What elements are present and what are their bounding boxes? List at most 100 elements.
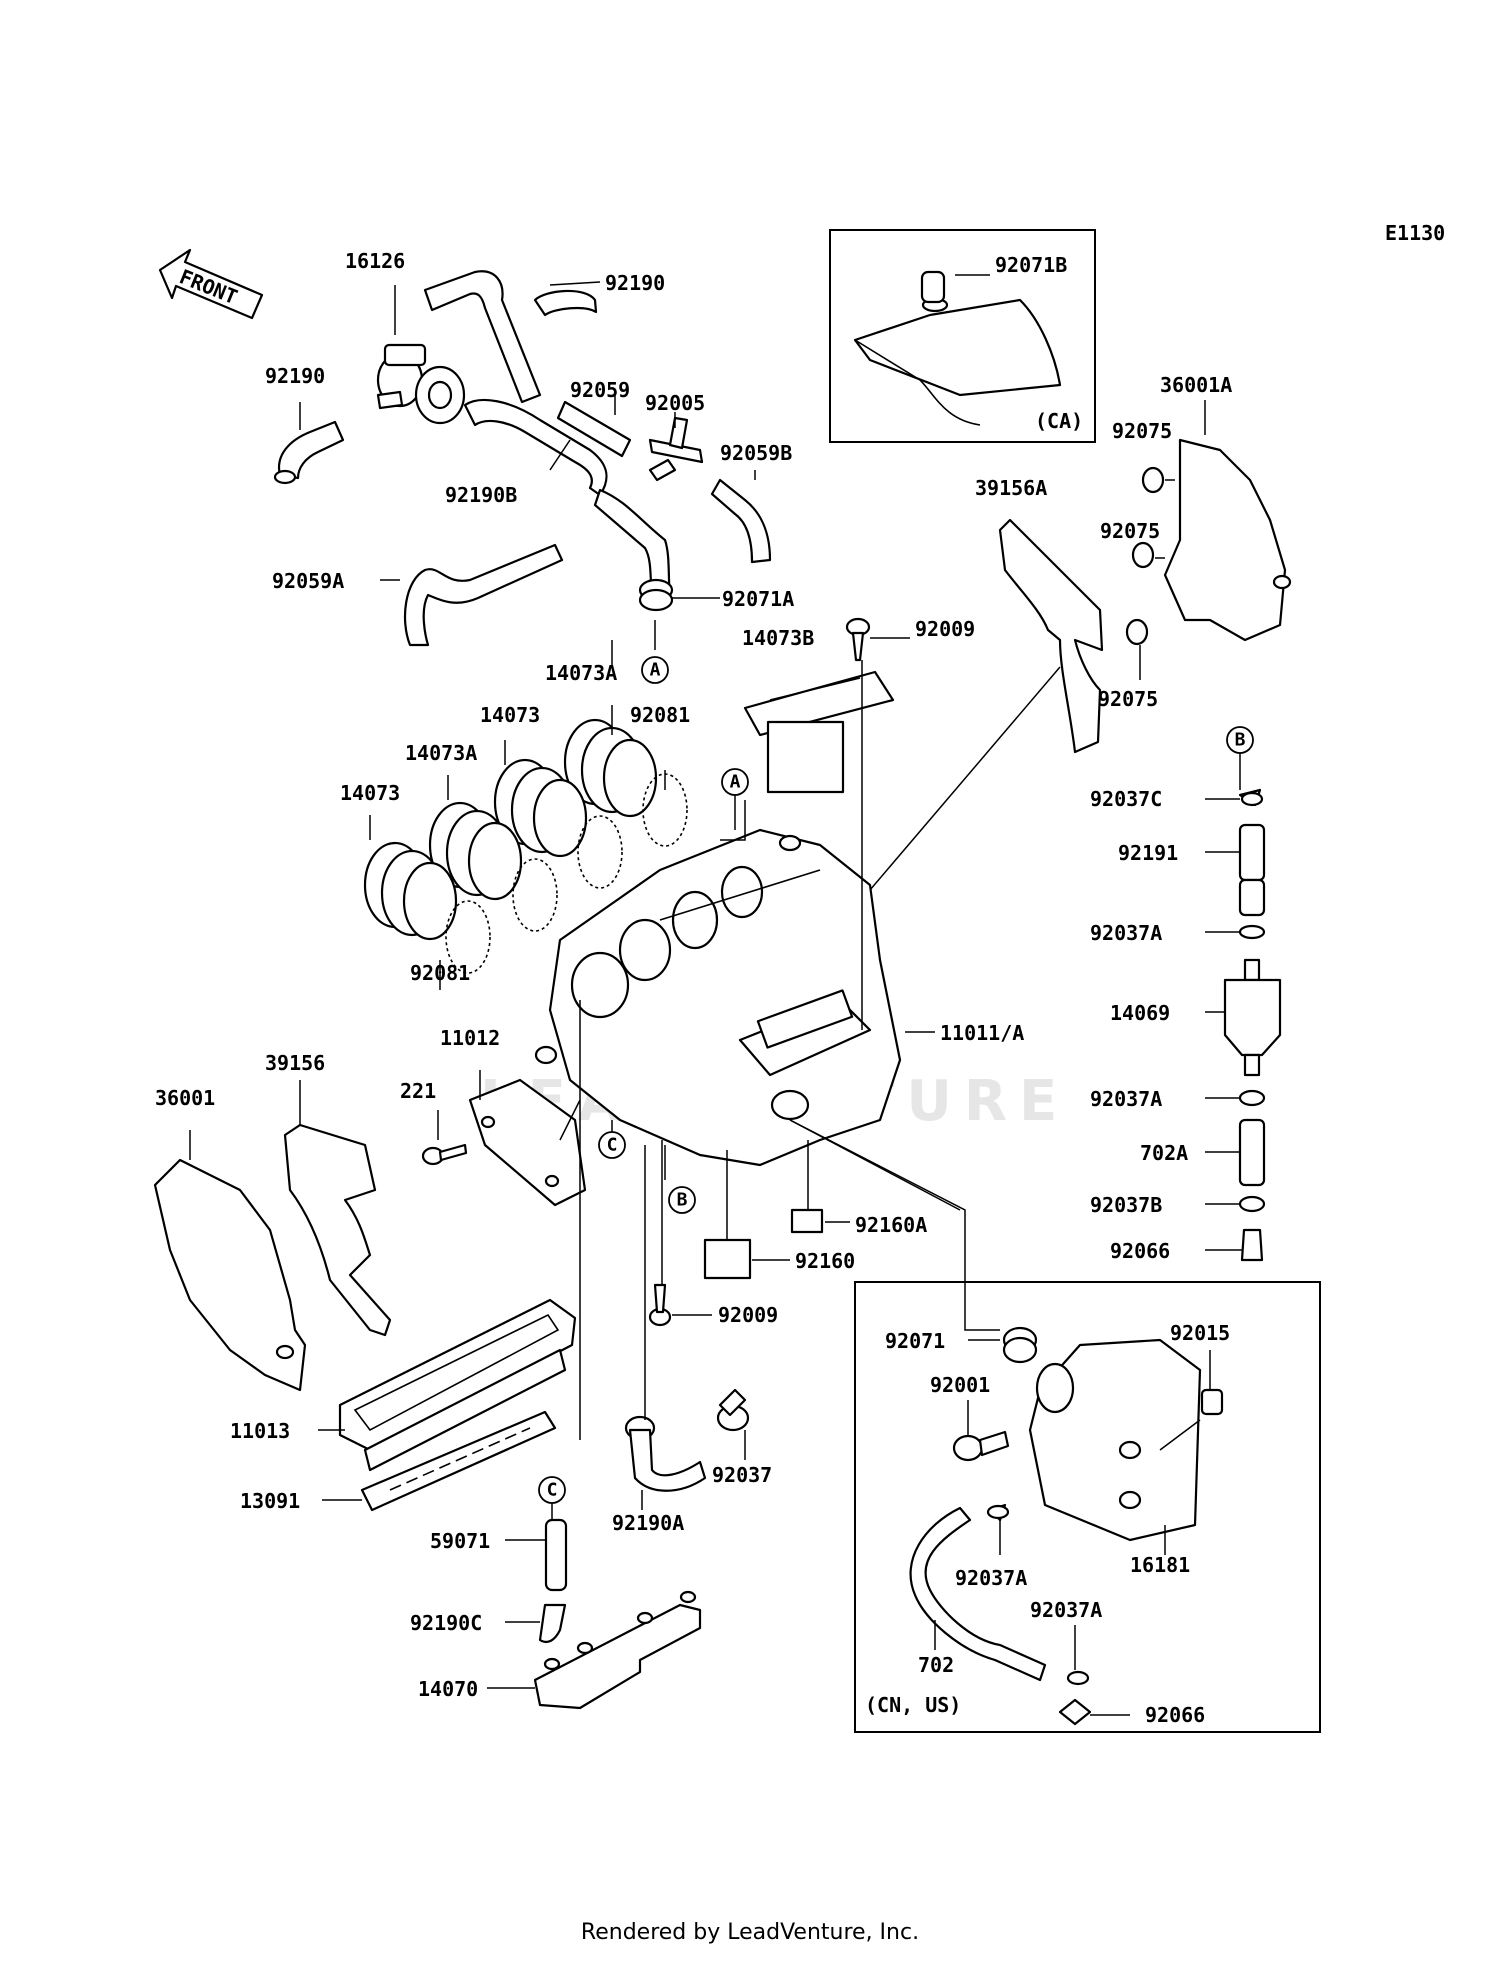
clamp-92037a-upper-drawing [1238,924,1266,940]
part-label: 92190 [605,271,665,295]
part-label: 39156 [265,1051,325,1075]
part-label: 92160A [855,1213,927,1237]
footer-credit: Rendered by LeadVenture, Inc. [580,1920,920,1945]
marker-c-airbox: C [598,1131,626,1159]
part-label: 11012 [440,1026,500,1050]
part-label: 92066 [1110,1239,1170,1263]
panel-39156-drawing [283,1123,392,1337]
svg-text:B: B [677,1190,688,1211]
part-label: 16181 [1130,1553,1190,1577]
part-label: 92190 [265,364,325,388]
pad-92160a-drawing [790,1208,824,1234]
part-label: 39156A [975,476,1047,500]
marker-c-lower: C [538,1476,566,1504]
part-label: 92081 [630,703,690,727]
part-label: 36001A [1160,373,1232,397]
tee-92005-drawing [648,416,704,482]
part-label: 92075 [1098,687,1158,711]
part-label: 92037A [955,1566,1027,1590]
hose-92059b-drawing [710,478,772,564]
inset-cn-us-region: (CN, US) [865,1693,961,1717]
part-labels: 92190 16126 92190 92059 92005 92059B 921… [155,249,1232,1727]
clamp-92037-drawing [716,1388,750,1432]
svg-text:B: B [1235,730,1246,751]
part-label: 14073 [340,781,400,805]
grommet-92071-drawing [1002,1326,1038,1364]
svg-text:C: C [547,1480,558,1501]
front-arrow-icon: FRONT [158,248,264,320]
hose-92190-top-drawing [423,270,598,404]
ca-canister-drawing [853,270,1062,426]
hose-92190c-drawing [538,1603,567,1644]
elbow-92190a-drawing [624,1415,707,1492]
collar-92015-drawing [1200,1388,1224,1416]
part-label: 16126 [345,249,405,273]
part-label: 92190A [612,1511,684,1535]
plate-13091-drawing [360,1410,557,1512]
hose-92059-drawing [556,400,632,458]
part-label: 13091 [240,1489,300,1513]
leader-lines [189,274,1242,1716]
part-label: 14073A [405,741,477,765]
cap-92066-lower-drawing [1058,1698,1092,1726]
inset-box-cn-us [854,1281,1321,1733]
part-label: 92190B [445,483,517,507]
part-label: 92059A [272,569,344,593]
hose-59071-drawing [544,1518,568,1592]
part-label: 92190C [410,1611,482,1635]
screw-221-drawing [421,1143,468,1166]
hose-92190-left-drawing [273,420,345,485]
svg-text:A: A [650,660,661,681]
part-label: 92015 [1170,1321,1230,1345]
screw-92009-lower-drawing [648,1283,672,1327]
part-label: 92059B [720,441,792,465]
part-label: 14069 [1110,1001,1170,1025]
svg-text:A: A [730,772,741,793]
duct-14073-lower-drawing [363,841,458,941]
marker-a-airbox: A [721,768,749,796]
part-label: 702 [918,1653,954,1677]
cover-14073b-drawing [743,670,895,794]
part-label: 14073B [742,626,814,650]
part-label: 14070 [418,1677,478,1701]
clamp-92037a-mid-drawing [1238,1089,1266,1107]
part-label: 92009 [915,617,975,641]
duct-14073-upper-drawing [493,758,588,858]
panel-39156a-drawing [998,518,1104,754]
part-label: 92075 [1100,519,1160,543]
hose-92059a-drawing [403,543,564,647]
clamp-92037a-canister-drawing [986,1503,1010,1522]
grommet-92071a-drawing [638,578,674,612]
hose-92190b-drawing [463,398,672,604]
marker-b-right: B [1226,726,1254,754]
clamp-92037c-drawing [1238,788,1264,807]
canister-16181-drawing [1028,1338,1202,1542]
pad-92160-drawing [703,1238,752,1280]
part-label: 702A [1140,1141,1188,1165]
part-label: 92037A [1090,1087,1162,1111]
cover-36001a-drawing [1163,438,1292,642]
duct-14073a-lower-drawing [428,801,523,901]
clamp-92037a-lower-drawing [1066,1670,1090,1686]
tray-14070-drawing [533,1590,702,1710]
inset-ca-region: (CA) [1035,409,1083,433]
part-label: 92081 [410,961,470,985]
part-label: 11013 [230,1419,290,1443]
part-label: 92037A [1090,921,1162,945]
filter-14069-drawing [1223,958,1282,1077]
part-label: 92009 [718,1303,778,1327]
part-label: 36001 [155,1086,215,1110]
inset-box-ca [829,229,1096,443]
airbox-11011-drawing [534,828,902,1167]
grommet-92075-drawing [1125,466,1165,646]
part-label: 92075 [1112,419,1172,443]
cap-92066-drawing [1240,1228,1264,1262]
clamp-92037b-drawing [1238,1195,1266,1213]
part-label: 92005 [645,391,705,415]
svg-text:C: C [607,1135,618,1156]
part-label: 92037A [1030,1598,1102,1622]
part-label: 92059 [570,378,630,402]
part-label: 14073 [480,703,540,727]
